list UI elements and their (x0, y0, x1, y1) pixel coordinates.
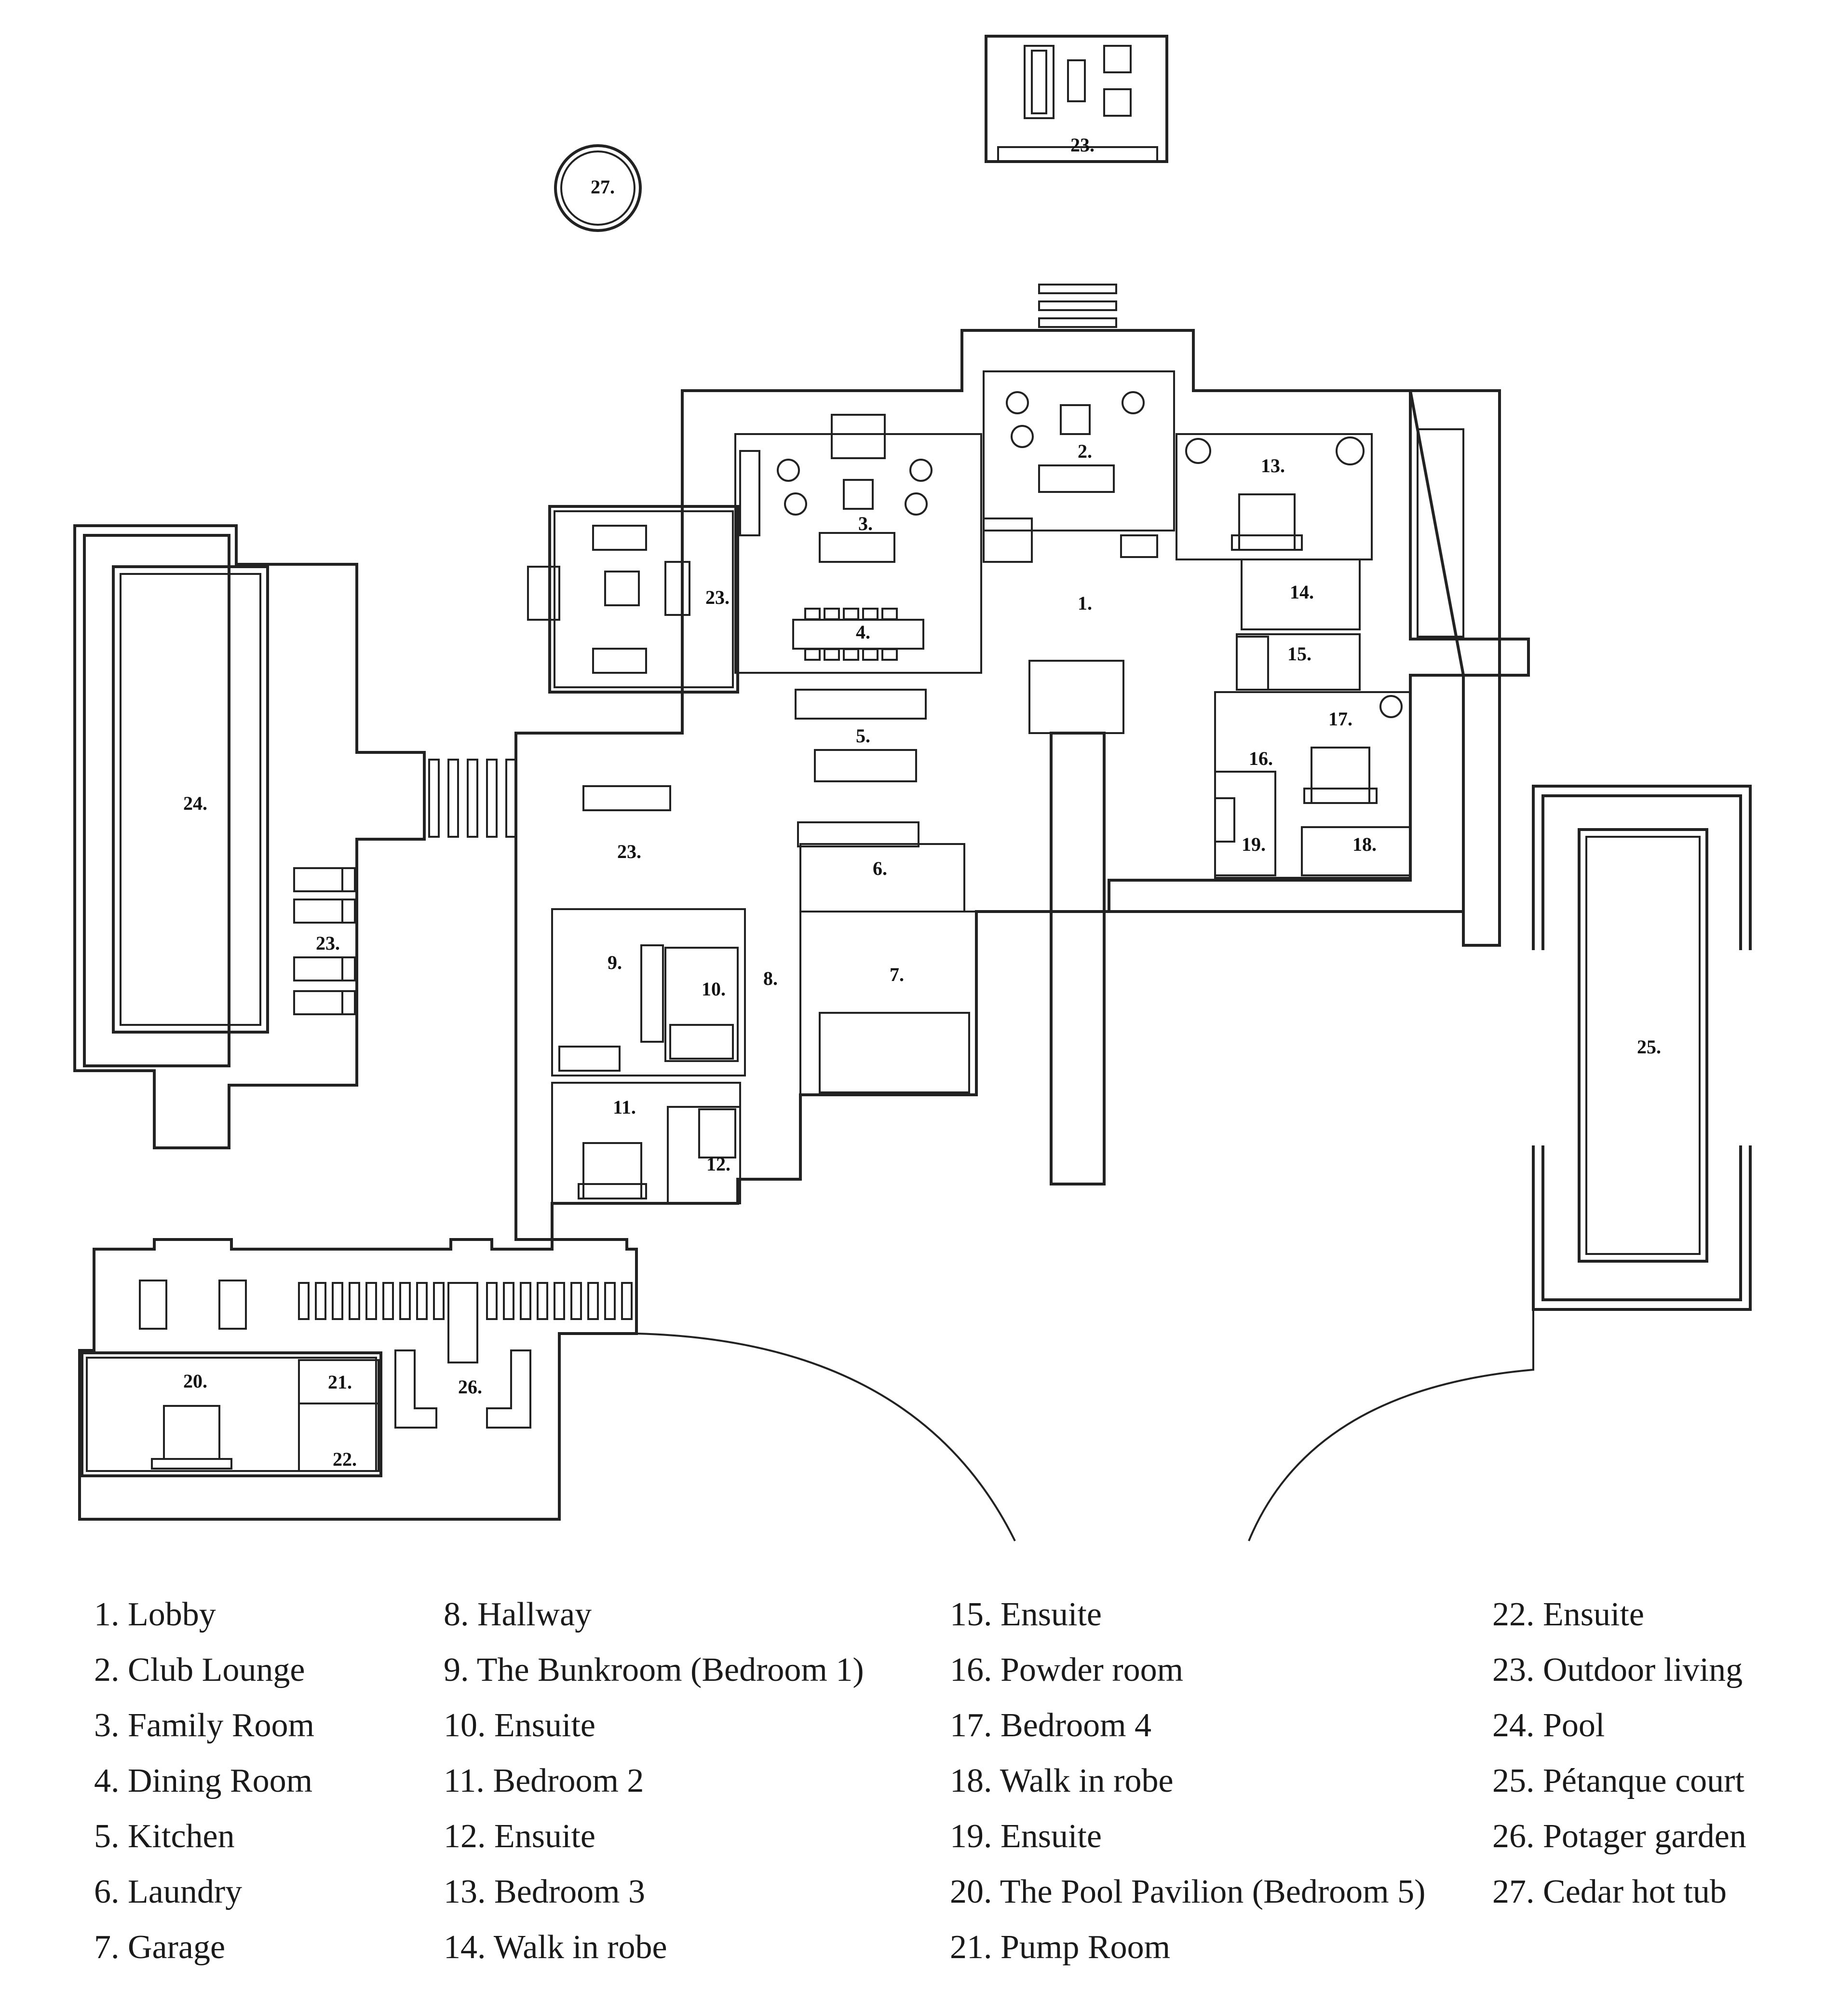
legend-item: 8. Hallway (444, 1596, 592, 1633)
legend-item: 20. The Pool Pavilion (Bedroom 5) (950, 1873, 1426, 1910)
entry-steps-top (1038, 284, 1117, 328)
room-number-21: 21. (328, 1371, 352, 1393)
dining-chairs (804, 608, 898, 661)
legend-item: 2. Club Lounge (94, 1651, 305, 1689)
legend-item: 27. Cedar hot tub (1492, 1873, 1727, 1910)
petanque-court (1532, 785, 1752, 1311)
room-number-1: 1. (1078, 592, 1092, 614)
legend-column-3: 15. Ensuite 16. Powder room 17. Bedroom … (950, 1587, 1425, 1975)
legend-item: 4. Dining Room (94, 1762, 313, 1799)
room-numbers: 1. 2. 3. 4. 5. 6. 7. 8. 9. 10. 11. 12. 1… (183, 134, 1661, 1470)
hot-tub (554, 144, 642, 232)
pool (73, 524, 426, 1149)
room-number-26: 26. (458, 1376, 482, 1398)
room-number-27: 27. (591, 176, 615, 198)
room-number-10: 10. (702, 978, 726, 1000)
legend-column-2: 8. Hallway 9. The Bunkroom (Bedroom 1) 1… (444, 1587, 864, 1975)
legend-item: 12. Ensuite (444, 1818, 595, 1855)
room-legend: 1. Lobby 2. Club Lounge 3. Family Room 4… (0, 1587, 1825, 1997)
outdoor-pavilion-top (985, 35, 1168, 163)
legend-item: 22. Ensuite (1492, 1596, 1644, 1633)
room-number-25: 25. (1637, 1036, 1661, 1058)
legend-item: 14. Walk in robe (444, 1929, 667, 1966)
room-number-6: 6. (873, 858, 887, 879)
room-number-12: 12. (706, 1153, 730, 1175)
legend-item: 13. Bedroom 3 (444, 1873, 646, 1910)
legend-item: 16. Powder room (950, 1651, 1184, 1689)
legend-item: 5. Kitchen (94, 1818, 235, 1855)
room-number-9: 9. (608, 952, 622, 973)
legend-item: 19. Ensuite (950, 1818, 1102, 1855)
legend-item: 3. Family Room (94, 1707, 314, 1744)
legend-item: 25. Pétanque court (1492, 1762, 1744, 1799)
room-number-16: 16. (1249, 748, 1273, 769)
room-number-23-top: 23. (1070, 134, 1095, 156)
room-number-11: 11. (613, 1096, 636, 1118)
room-number-14: 14. (1290, 581, 1314, 603)
main-house (514, 329, 1530, 1241)
room-number-7: 7. (890, 964, 904, 985)
legend-item: 6. Laundry (94, 1873, 243, 1910)
pool-pavilion (78, 1238, 638, 1521)
steps-left (428, 759, 517, 838)
room-number-23-pool: 23. (316, 932, 340, 954)
legend-item: 21. Pump Room (950, 1929, 1171, 1966)
legend-item: 23. Outdoor living (1492, 1651, 1743, 1689)
room-number-20: 20. (183, 1370, 207, 1392)
room-number-5: 5. (856, 725, 870, 747)
legend-item: 17. Bedroom 4 (950, 1707, 1152, 1744)
legend-item: 10. Ensuite (444, 1707, 595, 1744)
legend-column-1: 1. Lobby 2. Club Lounge 3. Family Room 4… (94, 1587, 314, 1975)
sun-loungers (293, 867, 356, 1015)
legend-item: 15. Ensuite (950, 1596, 1102, 1633)
terrace-right (1103, 389, 1501, 947)
room-number-18: 18. (1352, 833, 1377, 855)
legend-column-4: 22. Ensuite 23. Outdoor living 24. Pool … (1492, 1587, 1746, 1920)
legend-item: 18. Walk in robe (950, 1762, 1174, 1799)
room-number-2: 2. (1078, 440, 1092, 462)
room-number-3: 3. (858, 513, 873, 534)
room-number-8: 8. (763, 967, 778, 989)
room-number-23-left: 23. (705, 586, 730, 608)
room-number-17: 17. (1328, 708, 1352, 730)
room-number-15: 15. (1287, 643, 1311, 665)
room-number-13: 13. (1261, 455, 1285, 477)
floor-plan: 1. 2. 3. 4. 5. 6. 7. 8. 9. 10. 11. 12. 1… (73, 35, 1752, 1541)
room-number-4: 4. (856, 621, 870, 643)
legend-item: 1. Lobby (94, 1596, 216, 1633)
legend-item: 9. The Bunkroom (Bedroom 1) (444, 1651, 864, 1689)
garden-planters (298, 1282, 633, 1320)
room-number-22: 22. (333, 1448, 357, 1470)
legend-item: 26. Potager garden (1492, 1818, 1746, 1855)
legend-item: 7. Garage (94, 1929, 226, 1966)
room-number-23-dining: 23. (617, 841, 641, 862)
legend-item: 24. Pool (1492, 1707, 1605, 1744)
room-number-19: 19. (1242, 833, 1266, 855)
room-number-24: 24. (183, 792, 207, 814)
legend-item: 11. Bedroom 2 (444, 1762, 644, 1799)
armchairs (777, 391, 1403, 718)
lawn-arcs (636, 1309, 1534, 1541)
